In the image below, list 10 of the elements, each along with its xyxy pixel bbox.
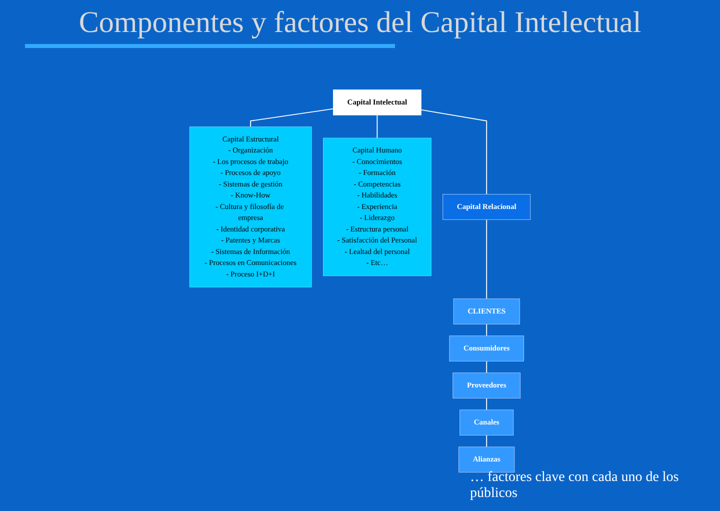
connector [250,108,334,128]
title: Componentes y factores del Capital Intelectual [78,6,642,40]
note-text: … factores clave con cada uno de los públicos [470,470,680,502]
connector [486,360,488,374]
connector [376,114,378,138]
connector [420,109,488,195]
connector [486,434,488,448]
connector [486,324,488,336]
connector [486,219,488,300]
connector [486,398,488,410]
